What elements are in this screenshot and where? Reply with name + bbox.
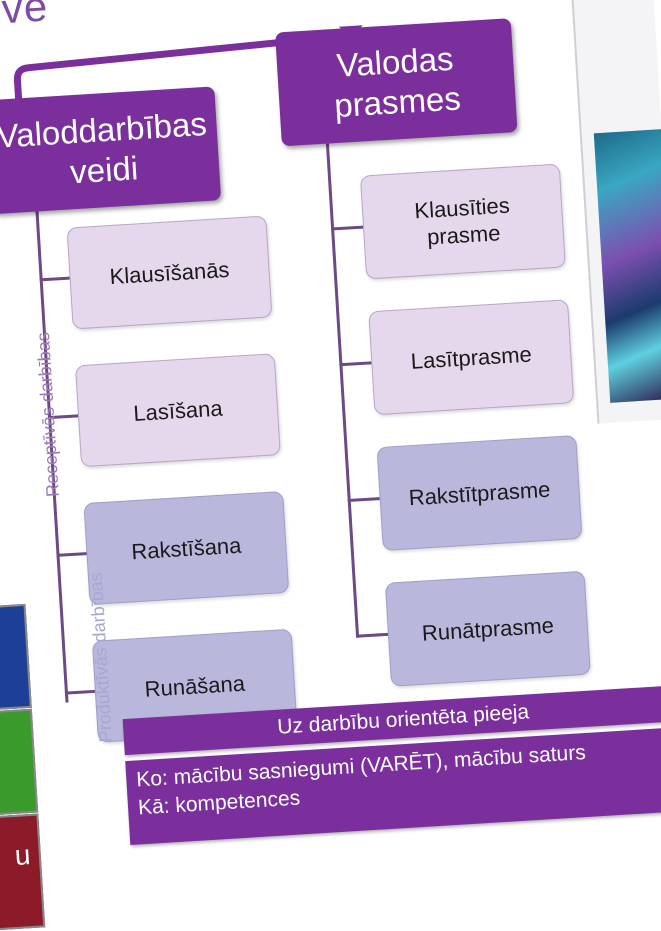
activity-box-reading: Lasīšana <box>74 353 281 468</box>
language-skills-header: Valodas prasmes <box>275 18 518 147</box>
skill-box-reading: Lasītprasme <box>368 299 575 416</box>
activity-box-writing: Rakstīšana <box>83 490 290 605</box>
skill-box-listening: Klausīties prasme <box>359 163 566 280</box>
skill-box-speaking: Runātprasme <box>384 570 591 687</box>
skill-box-writing: Rakstītprasme <box>376 434 583 551</box>
activity-box-listening: Klausīšanās <box>66 215 273 330</box>
language-activities-header: Valoddarbības veidi <box>0 86 222 215</box>
